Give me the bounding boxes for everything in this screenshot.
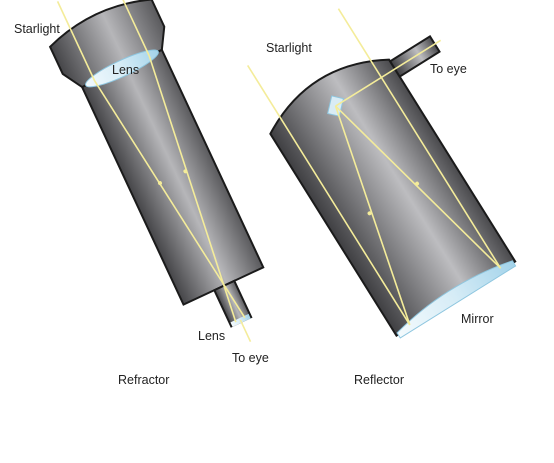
arrow-icon (415, 181, 420, 186)
arrow-icon (157, 181, 162, 186)
eyepiece-tube (213, 279, 253, 328)
reflector-starlight-label: Starlight (266, 41, 312, 55)
light-ray (335, 39, 442, 107)
light-ray (94, 80, 246, 319)
reflector-tube (269, 58, 517, 338)
light-ray (334, 105, 502, 269)
light-ray (334, 105, 411, 326)
light-ray (111, 0, 150, 57)
refractor-caption: Refractor (118, 373, 169, 387)
arrow-icon (183, 169, 188, 174)
refractor-eye-label: To eye (232, 351, 269, 365)
light-ray (56, 1, 96, 82)
light-ray (148, 55, 237, 323)
refractor-starlight-label: Starlight (14, 22, 60, 36)
light-ray (239, 319, 252, 343)
objective-lens (85, 49, 159, 88)
refractor (48, 0, 265, 343)
refractor-tube (80, 48, 265, 306)
reflector (246, 8, 517, 339)
refractor-dew-cap (48, 0, 166, 89)
refractor-eyepiece-lens-label: Lens (198, 329, 225, 343)
arrow-icon (367, 211, 372, 216)
reflector-eye-label: To eye (430, 62, 467, 76)
reflector-mirror-label: Mirror (461, 312, 494, 326)
refractor-objective-lens-label: Lens (112, 63, 139, 77)
light-ray (246, 65, 411, 326)
reflector-caption: Reflector (354, 373, 404, 387)
primary-mirror (396, 260, 517, 339)
light-ray (337, 8, 502, 269)
